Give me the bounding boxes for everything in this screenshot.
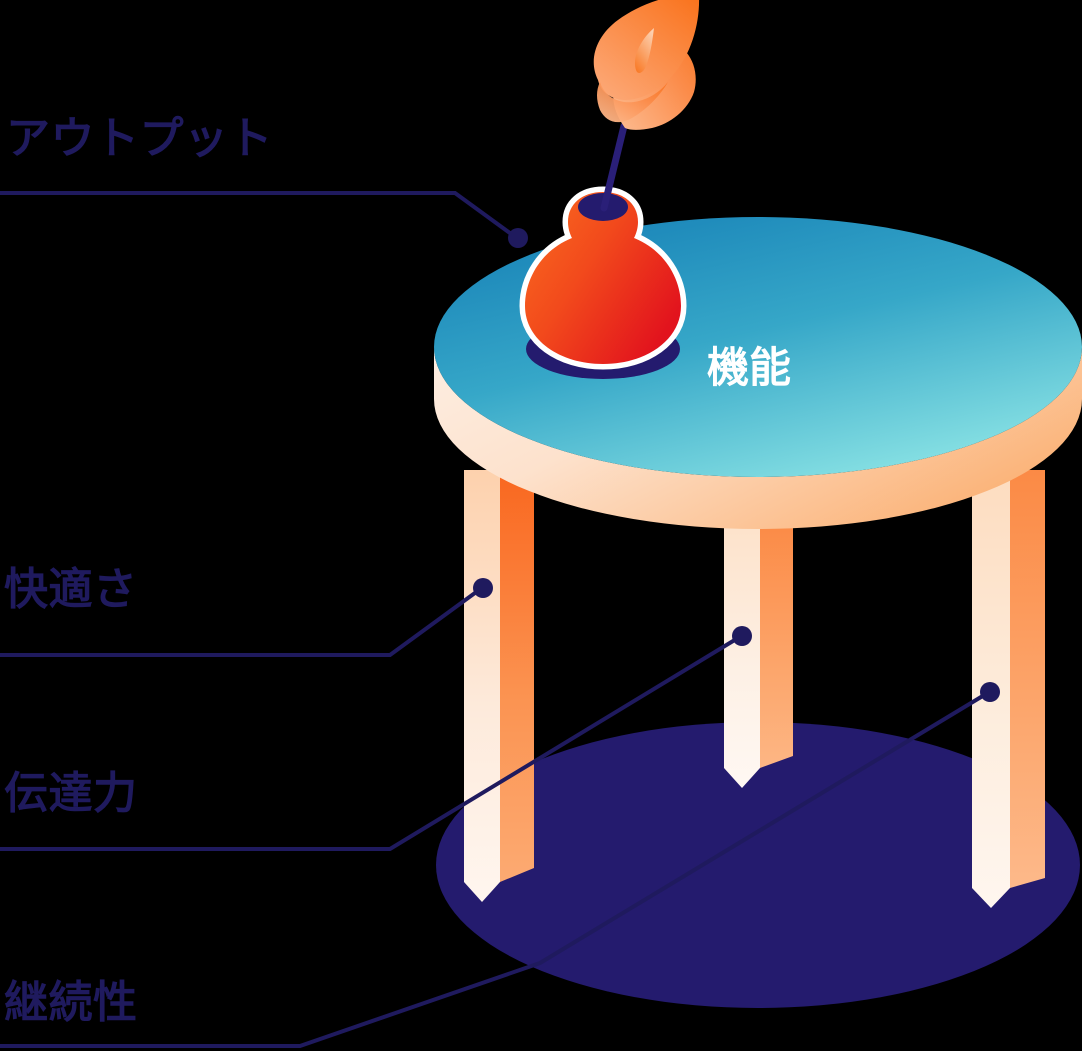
- callout-line-delivery: [0, 636, 740, 851]
- callout-dot-output: [508, 228, 528, 248]
- callout-label-comfort: 快適さ: [4, 565, 138, 614]
- callout-line-duration: [0, 692, 988, 1048]
- callout-line-output: [0, 191, 516, 238]
- callout-line-comfort: [0, 588, 481, 657]
- callout-lines: [0, 191, 988, 1048]
- callout-label-delivery: 伝達力: [4, 769, 138, 818]
- callout-dots: [473, 228, 1000, 702]
- table-leg-center: [724, 498, 793, 788]
- callout-dot-duration: [980, 682, 1000, 702]
- lamp-wick: [600, 122, 628, 212]
- table-leg-left: [464, 470, 534, 902]
- table-top-label: 機能: [707, 344, 792, 391]
- callout-dot-comfort: [473, 578, 493, 598]
- table-rim: [434, 347, 1082, 529]
- flame-icon: [593, 0, 700, 130]
- callout-label-duration: 継続性: [4, 978, 138, 1027]
- callout-dot-delivery: [732, 626, 752, 646]
- floor-shadow: [436, 722, 1080, 1008]
- oil-lamp: [519, 186, 687, 370]
- callout-label-output: アウトプット: [6, 114, 273, 163]
